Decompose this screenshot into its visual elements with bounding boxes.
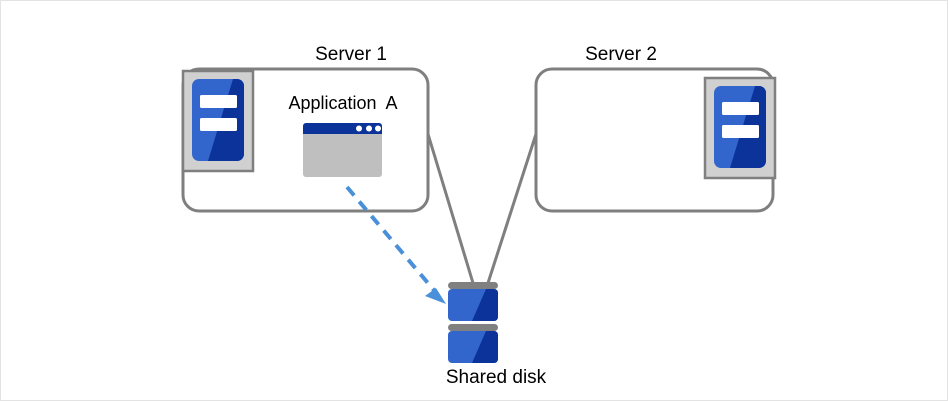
server-icon-1	[181, 69, 255, 173]
disk-bar-top	[448, 282, 498, 289]
connector-server1-to-disk	[426, 133, 475, 284]
shared-disk-icon[interactable]	[448, 282, 498, 363]
server-icon-2	[703, 76, 777, 180]
window-dot-3	[375, 125, 381, 132]
connector-application-a-to-disk	[345, 185, 446, 304]
server-2-title: Server 2	[585, 44, 657, 65]
window-dot-2	[366, 125, 372, 132]
shared-disk-label: Shared disk	[445, 367, 547, 388]
window-dot-1	[356, 125, 362, 132]
connector-server2-to-disk	[486, 133, 538, 284]
disk-bar-middle	[448, 324, 498, 331]
arrowhead-icon	[425, 288, 446, 304]
application-a-label: Application A	[288, 93, 398, 113]
server-1-title: Server 1	[315, 44, 387, 65]
application-a-window[interactable]	[303, 123, 382, 177]
